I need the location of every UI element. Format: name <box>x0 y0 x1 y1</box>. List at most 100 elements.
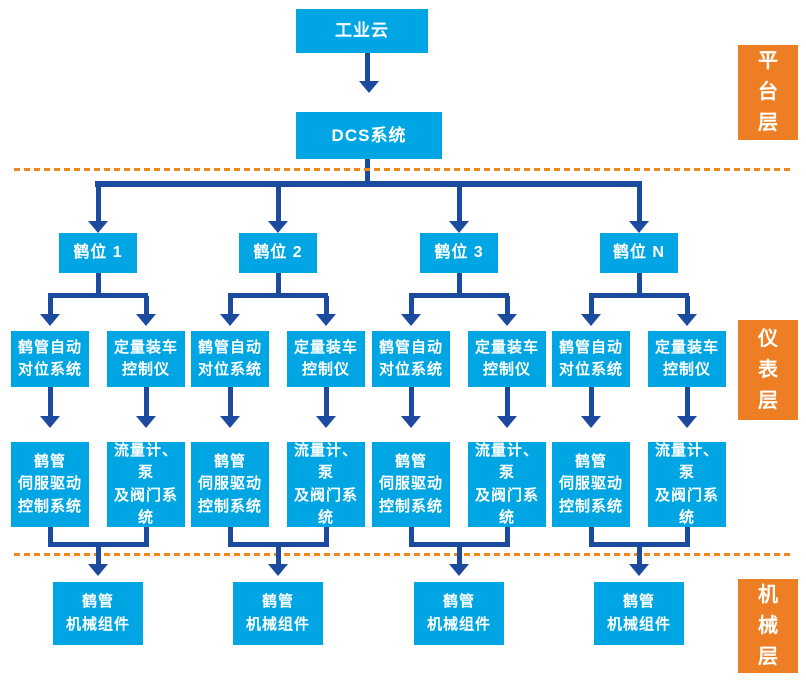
crane-position-box: 鹤位 1 <box>59 233 137 273</box>
connector-line <box>589 387 594 417</box>
crane-position-box: 鹤位 N <box>600 233 678 273</box>
platform-layer-tag: 平台层 <box>738 45 798 140</box>
loading-control-box: 定量装车 控制仪 <box>648 331 726 387</box>
connector-line <box>409 296 414 315</box>
connector-line <box>324 296 329 315</box>
loading-control-label: 定量装车 控制仪 <box>113 338 178 379</box>
mechanical-layer-separator <box>14 553 792 556</box>
mechanical-components-box: 鹤管 机械组件 <box>414 582 504 645</box>
loading-control-label: 定量装车 控制仪 <box>654 338 719 379</box>
auto-align-system-label: 鹤管自动 对位系统 <box>197 338 262 379</box>
mechanical-components-label: 鹤管 机械组件 <box>245 593 310 633</box>
arrow-down-icon <box>449 564 469 576</box>
flow-pump-valve-label: 流量计、泵 及阀门系统 <box>654 441 719 527</box>
connector-line <box>324 527 329 547</box>
servo-drive-system-label: 鹤管 伺服驱动 控制系统 <box>197 452 262 515</box>
arrow-down-icon <box>449 221 469 233</box>
arrow-down-icon <box>88 221 108 233</box>
arrow-down-icon <box>401 416 421 428</box>
connector-line <box>96 547 101 565</box>
flow-pump-valve-label: 流量计、泵 及阀门系统 <box>293 441 358 527</box>
mechanical-layer-label: 机械层 <box>758 583 778 668</box>
merge-connector-line <box>48 542 149 547</box>
arrow-down-icon <box>497 416 517 428</box>
loading-control-box: 定量装车 控制仪 <box>287 331 365 387</box>
auto-align-system-box: 鹤管自动 对位系统 <box>372 331 450 387</box>
flow-pump-valve-box: 流量计、泵 及阀门系统 <box>648 442 726 527</box>
arrow-down-icon <box>497 314 517 326</box>
loading-control-label: 定量装车 控制仪 <box>293 338 358 379</box>
crane-position-label: 鹤位 2 <box>253 244 303 261</box>
crane-position-box: 鹤位 3 <box>420 233 498 273</box>
connector-line <box>48 527 53 547</box>
instrument-layer-tag: 仪表层 <box>738 320 798 420</box>
merge-connector-line <box>589 542 690 547</box>
arrow-down-icon <box>88 564 108 576</box>
arrow-down-icon <box>677 314 697 326</box>
connector-line <box>457 187 462 222</box>
loading-control-label: 定量装车 控制仪 <box>474 338 539 379</box>
auto-align-system-label: 鹤管自动 对位系统 <box>558 338 623 379</box>
connector-line <box>365 53 370 81</box>
industrial-cloud-box: 工业云 <box>296 9 428 53</box>
connector-line <box>685 527 690 547</box>
connector-line <box>228 527 233 547</box>
connector-line <box>276 187 281 222</box>
flow-pump-valve-label: 流量计、泵 及阀门系统 <box>113 441 178 527</box>
auto-align-system-label: 鹤管自动 对位系统 <box>378 338 443 379</box>
platform-layer-label: 平台层 <box>758 50 778 134</box>
connector-line <box>457 547 462 565</box>
arrow-down-icon <box>136 416 156 428</box>
servo-drive-system-box: 鹤管 伺服驱动 控制系统 <box>191 442 269 527</box>
flow-pump-valve-box: 流量计、泵 及阀门系统 <box>107 442 185 527</box>
connector-line <box>685 296 690 315</box>
mechanical-components-box: 鹤管 机械组件 <box>594 582 684 645</box>
arrow-down-icon <box>401 314 421 326</box>
connector-line <box>589 296 594 315</box>
arrow-down-icon <box>40 416 60 428</box>
servo-drive-system-box: 鹤管 伺服驱动 控制系统 <box>372 442 450 527</box>
crane-position-box: 鹤位 2 <box>239 233 317 273</box>
arrow-down-icon <box>629 564 649 576</box>
industrial-cloud-label: 工业云 <box>335 21 389 41</box>
mechanical-components-box: 鹤管 机械组件 <box>53 582 143 645</box>
connector-line <box>228 296 233 315</box>
crane-position-label: 鹤位 N <box>612 244 665 261</box>
split-connector-line <box>409 293 509 298</box>
connector-line <box>96 273 101 293</box>
connector-line <box>144 387 149 417</box>
auto-align-system-label: 鹤管自动 对位系统 <box>17 338 82 379</box>
arrow-down-icon <box>40 314 60 326</box>
servo-drive-system-box: 鹤管 伺服驱动 控制系统 <box>11 442 89 527</box>
auto-align-system-box: 鹤管自动 对位系统 <box>11 331 89 387</box>
connector-line <box>685 387 690 417</box>
connector-line <box>96 187 101 222</box>
auto-align-system-box: 鹤管自动 对位系统 <box>191 331 269 387</box>
connector-line <box>637 187 642 222</box>
servo-drive-system-label: 鹤管 伺服驱动 控制系统 <box>378 452 443 515</box>
flow-pump-valve-box: 流量计、泵 及阀门系统 <box>468 442 546 527</box>
mechanical-components-label: 鹤管 机械组件 <box>426 593 491 633</box>
instrument-layer-label: 仪表层 <box>758 327 778 412</box>
arrow-down-icon <box>220 416 240 428</box>
flow-pump-valve-label: 流量计、泵 及阀门系统 <box>474 441 539 527</box>
connector-line <box>228 387 233 417</box>
connector-line <box>276 273 281 293</box>
connector-line <box>276 547 281 565</box>
auto-align-system-box: 鹤管自动 对位系统 <box>552 331 630 387</box>
flow-pump-valve-box: 流量计、泵 及阀门系统 <box>287 442 365 527</box>
loading-control-box: 定量装车 控制仪 <box>107 331 185 387</box>
merge-connector-line <box>409 542 510 547</box>
arrow-down-icon <box>268 564 288 576</box>
split-connector-line <box>589 293 689 298</box>
merge-connector-line <box>228 542 329 547</box>
bus-connector-line <box>95 181 642 187</box>
servo-drive-system-box: 鹤管 伺服驱动 控制系统 <box>552 442 630 527</box>
dcs-system-label: DCS系统 <box>331 125 407 145</box>
connector-line <box>409 527 414 547</box>
connector-line <box>505 387 510 417</box>
arrow-down-icon <box>581 314 601 326</box>
loading-control-box: 定量装车 控制仪 <box>468 331 546 387</box>
mechanical-layer-tag: 机械层 <box>738 579 798 673</box>
